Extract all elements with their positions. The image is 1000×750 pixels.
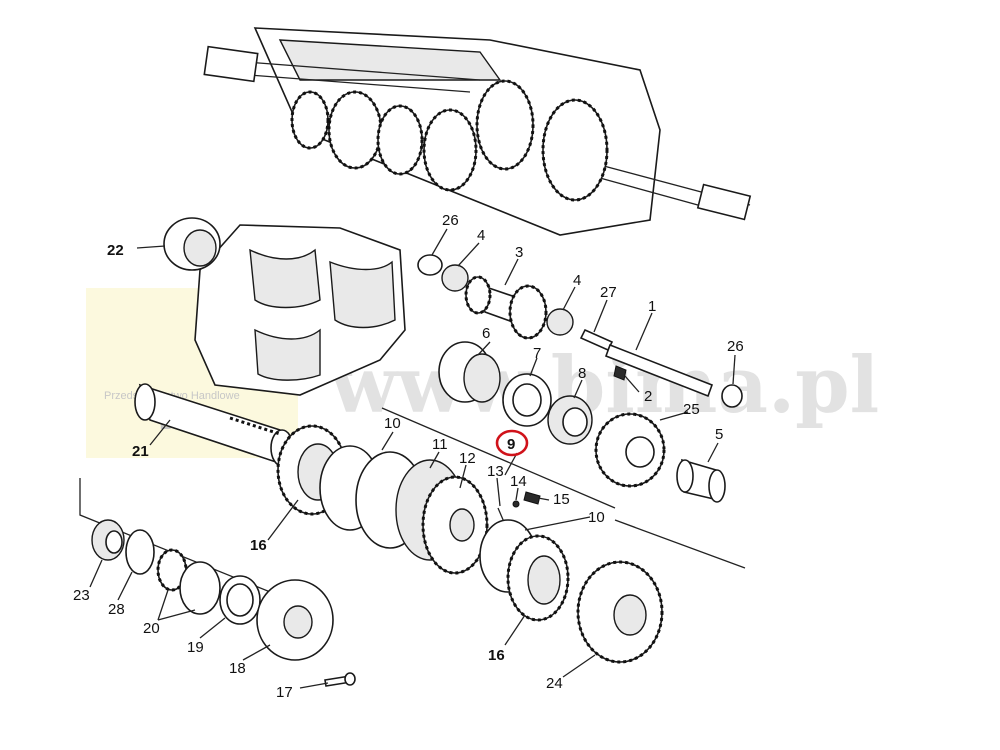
callout-3: 3 (515, 244, 523, 261)
callout-15: 15 (553, 491, 570, 508)
bracket-line-right (614, 519, 746, 569)
callout-10-upper: 10 (384, 415, 401, 432)
callout-5: 5 (715, 426, 723, 443)
callout-1: 1 (648, 298, 656, 315)
part-22-bearing (163, 217, 221, 271)
callout-21: 21 (132, 443, 149, 460)
callout-27: 27 (600, 284, 617, 301)
part-3-cluster-gear (464, 275, 548, 340)
part-24-gear-large (576, 560, 664, 664)
part-1-shaft (604, 343, 714, 398)
watermark-site-text: www.bima.pl (329, 340, 879, 431)
callout-4-lower: 4 (573, 272, 581, 289)
top-gear-cluster (290, 79, 609, 202)
part-28-washer (125, 529, 155, 575)
callout-26-upper: 26 (442, 212, 459, 229)
callout-17: 17 (276, 684, 293, 701)
assembled-gearbox-illustration (203, 27, 752, 236)
callout-11: 11 (432, 436, 448, 453)
callout-16-left: 16 (250, 537, 267, 554)
callout-24: 24 (546, 675, 563, 692)
callout-10-lower: 10 (588, 509, 605, 526)
part-8-needle-bearing (547, 395, 593, 445)
part-16-gear-right (506, 534, 570, 622)
callout-12: 12 (459, 450, 476, 467)
part-26-washer-upper (417, 254, 443, 276)
part-6-bearing (438, 341, 501, 403)
callout-22: 22 (107, 242, 124, 259)
callout-19: 19 (187, 639, 204, 656)
callout-9: 9 (507, 436, 515, 453)
highlight-ring (495, 429, 529, 457)
part-26-washer-lower (721, 384, 743, 408)
part-25-gear (594, 412, 666, 488)
part-19-ring (219, 575, 261, 625)
callout-28: 28 (108, 601, 125, 618)
callout-labels: 22 26 4 3 4 27 1 6 7 26 8 2 25 21 10 9 5… (73, 212, 744, 701)
callout-26-lower: 26 (727, 338, 744, 355)
callout-8: 8 (578, 365, 586, 382)
housing-half (194, 224, 406, 396)
callout-14: 14 (510, 473, 527, 490)
callout-23: 23 (73, 587, 90, 604)
callout-7: 7 (533, 345, 541, 362)
callout-20: 20 (143, 620, 160, 637)
part-4-needle-bearing-b (546, 308, 574, 336)
callout-18: 18 (229, 660, 246, 677)
callout-2: 2 (644, 388, 652, 405)
callout-16-right: 16 (488, 647, 505, 664)
callout-25: 25 (683, 401, 700, 418)
part-2-screw (613, 365, 627, 381)
part-20-gear-pair (156, 548, 221, 615)
callout-13: 13 (487, 463, 504, 480)
part-18-cover (256, 579, 334, 661)
bracket-line-left (79, 478, 291, 601)
leader-lines (89, 228, 736, 689)
part-17-bolt (324, 672, 356, 687)
part-13-spring (497, 507, 505, 523)
part-7-washer (502, 373, 552, 427)
part-23-bearing (91, 519, 125, 561)
part-15-key (523, 491, 541, 505)
part-5-sleeve (676, 458, 726, 503)
callout-4-upper: 4 (477, 227, 485, 244)
part-12-hub (421, 475, 489, 575)
bracket-line-upper (381, 407, 616, 509)
part-14-ball (512, 500, 520, 508)
part-21-shaft (134, 383, 294, 467)
part-4-needle-bearing-a (441, 264, 469, 292)
callout-6: 6 (482, 325, 490, 342)
